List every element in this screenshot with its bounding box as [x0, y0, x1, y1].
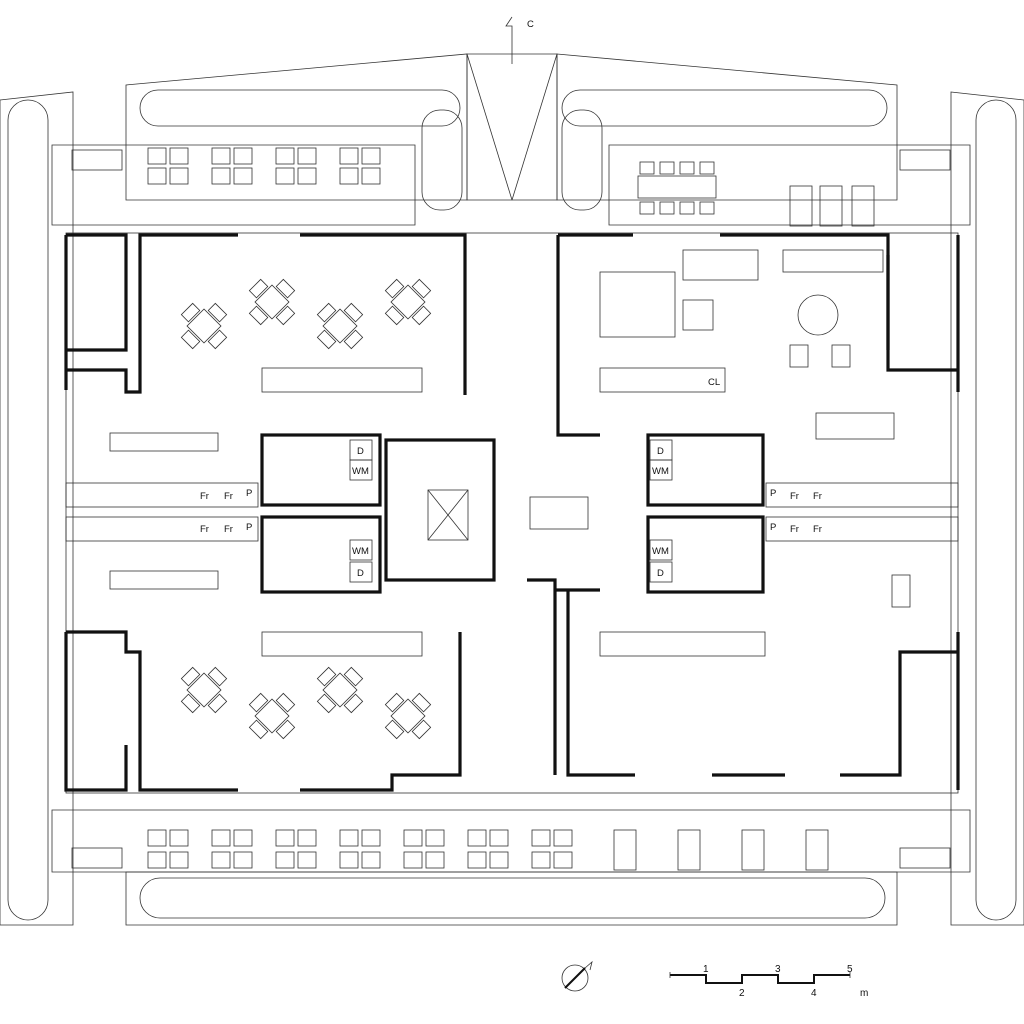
label-fridge: Fr: [790, 524, 799, 535]
label-fridge: Fr: [790, 491, 799, 502]
scale-tick-3: 3: [775, 964, 781, 975]
label-pantry: P: [770, 488, 776, 499]
label-dryer: D: [657, 568, 664, 579]
building-walls: [64, 232, 960, 794]
label-pantry: P: [246, 522, 252, 533]
label-washing-machine: WM: [352, 466, 369, 477]
interior-furniture: [109, 249, 911, 657]
label-dryer: D: [657, 446, 664, 457]
scale-unit: m: [860, 988, 868, 999]
north-arrow-icon: [561, 960, 593, 992]
section-marker-label: C: [527, 19, 534, 30]
label-dryer: D: [357, 446, 364, 457]
label-washing-machine: WM: [352, 546, 369, 557]
room-labels: D WM WM D D WM WM D Fr Fr P Fr Fr P P Fr…: [200, 377, 822, 583]
label-fridge: Fr: [224, 491, 233, 502]
planters: [7, 89, 1017, 921]
label-fridge: Fr: [224, 524, 233, 535]
label-dryer: D: [357, 568, 364, 579]
terrace-furniture: [71, 147, 951, 871]
scale-tick-2: 2: [739, 988, 745, 999]
label-pantry: P: [770, 522, 776, 533]
scale-tick-1: 1: [703, 964, 709, 975]
label-fridge: Fr: [200, 524, 209, 535]
label-washing-machine: WM: [652, 466, 669, 477]
label-closet: CL: [708, 377, 720, 388]
dining-tables: [180, 278, 432, 740]
scale-tick-5: 5: [847, 964, 853, 975]
label-fridge: Fr: [200, 491, 209, 502]
scale-tick-4: 4: [811, 988, 817, 999]
label-fridge: Fr: [813, 491, 822, 502]
label-pantry: P: [246, 488, 252, 499]
scale-bar: 1 3 5 2 4 m: [669, 964, 868, 999]
label-washing-machine: WM: [652, 546, 669, 557]
terrace-outlines: [0, 53, 1024, 926]
label-fridge: Fr: [813, 524, 822, 535]
section-marker: C: [505, 16, 534, 64]
